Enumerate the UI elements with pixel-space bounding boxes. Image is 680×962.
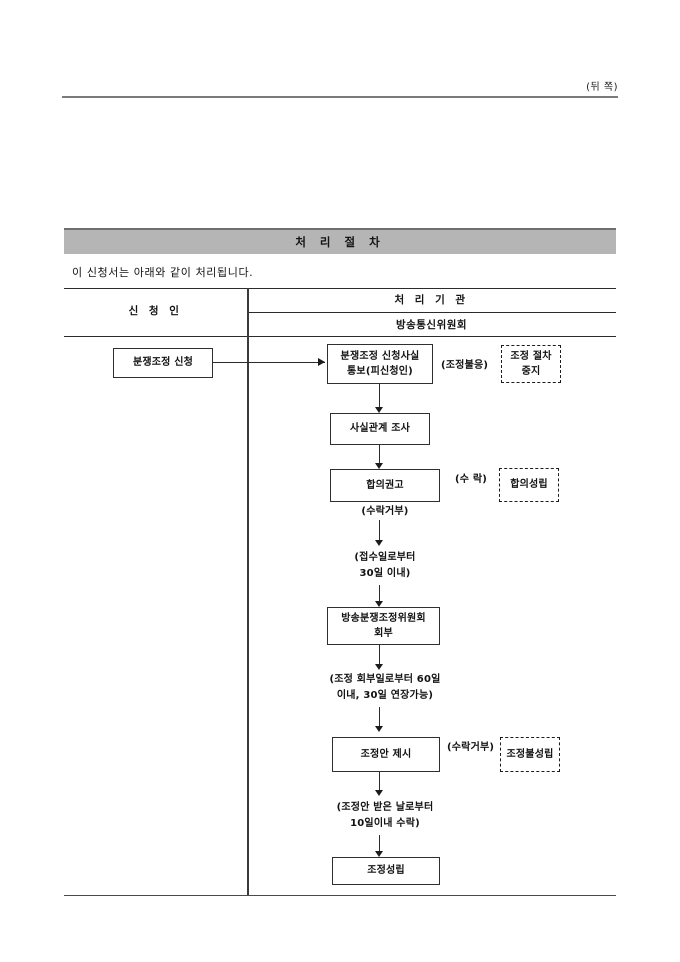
flow-node-application: 분쟁조정 신청 (113, 348, 213, 378)
section-title: 처 리 절 차 (295, 235, 385, 249)
connector-application-to-notification (213, 362, 325, 364)
note-referral-period: (조정 회부일로부터 60일 이내, 30일 연장가능) (295, 672, 475, 704)
header-rule (62, 96, 618, 98)
flow-node-agreement-reached: 합의성립 (499, 468, 559, 502)
arrowhead-right-to-notification (318, 358, 325, 366)
connector-notification-to-investigation (379, 384, 381, 409)
flow-node-mediation-proposal-label: 조정안 제시 (360, 748, 412, 760)
flow-node-committee-referral: 방송분쟁조정위원회 회부 (327, 607, 440, 645)
arrowhead-down-to-period-note (375, 664, 383, 670)
flow-node-procedure-suspended-line1: 조정 절차 (510, 350, 552, 362)
agency-name-label: 방송통신위원회 (395, 319, 468, 331)
arrowhead-down-to-settlement (375, 851, 383, 857)
flow-node-procedure-suspended-line2: 중지 (521, 366, 541, 377)
connector-recommendation-to-deadline (379, 520, 381, 542)
arrowhead-down-to-deadline-note (375, 540, 383, 546)
note-referral-period-line2: 이내, 30일 연장가능) (336, 690, 434, 701)
note-acceptance-refusal: (수락거부) (330, 504, 440, 520)
flow-node-mediation-settled-label: 조정성립 (367, 865, 405, 877)
table-header-separator (64, 336, 616, 337)
flow-node-investigation: 사실관계 조사 (330, 413, 430, 445)
note-receipt-deadline-line2: 30일 이내) (359, 568, 411, 579)
branch-condition-reject-proposal: (수락거부) (447, 742, 495, 753)
branch-condition-refusal: (조정불응) (441, 360, 489, 371)
flow-node-mediation-failed: 조정불성립 (500, 737, 560, 772)
connector-committee-to-period-note (379, 645, 381, 667)
flow-node-investigation-label: 사실관계 조사 (349, 423, 411, 435)
flow-node-recommendation: 합의권고 (330, 469, 440, 502)
flow-node-mediation-failed-label: 조정불성립 (506, 748, 554, 760)
agency-header-separator (247, 312, 616, 313)
flow-node-notification-line2: 통보(피신청인) (347, 366, 413, 377)
flow-node-agreement-reached-label: 합의성립 (510, 479, 548, 491)
note-receipt-deadline-line1: (접수일로부터 (354, 552, 416, 563)
arrowhead-down-to-acceptance-note (375, 790, 383, 796)
flow-node-notification: 분쟁조정 신청사실 통보(피신청인) (327, 344, 433, 384)
section-title-band: 처 리 절 차 (64, 228, 616, 254)
note-acceptance-deadline-line2: 10일이내 수락) (350, 818, 420, 829)
connector-proposal-to-acceptance-note (379, 772, 381, 794)
flow-node-mediation-settled: 조정성립 (332, 857, 440, 885)
column-header-applicant: 신 청 인 (128, 305, 183, 317)
connector-acceptance-to-settlement (379, 835, 381, 855)
column-header-agency: 처 리 기 관 (394, 294, 469, 306)
note-referral-period-line1: (조정 회부일로부터 60일 (329, 674, 441, 685)
flow-node-committee-referral-line2: 회부 (374, 628, 393, 639)
connector-period-to-proposal (379, 707, 381, 729)
table-column-divider (247, 288, 249, 895)
note-acceptance-deadline-line1: (조정안 받은 날로부터 (336, 802, 434, 813)
note-acceptance-deadline: (조정안 받은 날로부터 10일이내 수락) (305, 800, 465, 832)
flow-node-application-label: 분쟁조정 신청 (132, 357, 194, 369)
flow-node-committee-referral-line1: 방송분쟁조정위원회 (341, 612, 426, 624)
table-top-border (64, 288, 616, 289)
arrowhead-down-to-recommendation (375, 463, 383, 469)
flow-node-notification-line1: 분쟁조정 신청사실 (340, 350, 420, 362)
connector-investigation-to-recommendation (379, 445, 381, 466)
arrowhead-down-to-committee (375, 601, 383, 607)
table-bottom-border (64, 895, 616, 896)
page-side-marker: (뒤 쪽) (586, 82, 618, 93)
arrowhead-down-to-investigation (375, 407, 383, 413)
flow-node-recommendation-label: 합의권고 (366, 479, 404, 491)
branch-condition-accept: (수 락) (455, 474, 488, 485)
note-receipt-deadline: (접수일로부터 30일 이내) (315, 550, 455, 582)
note-acceptance-refusal-line1: (수락거부) (361, 506, 409, 517)
section-intro-text: 이 신청서는 아래와 같이 처리됩니다. (72, 266, 254, 279)
arrowhead-down-to-proposal (375, 726, 383, 732)
flow-node-procedure-suspended: 조정 절차 중지 (501, 345, 561, 383)
connector-deadline-to-committee (379, 585, 381, 605)
flow-node-mediation-proposal: 조정안 제시 (332, 737, 440, 772)
